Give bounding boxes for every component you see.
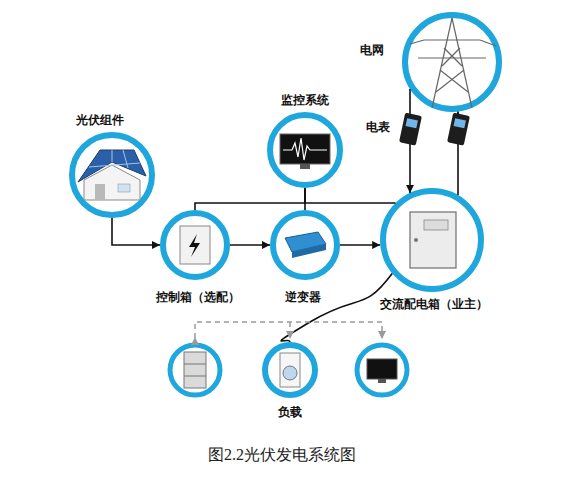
solar-panel: [78, 150, 146, 182]
power-cable: [410, 40, 424, 44]
power-cable: [480, 40, 496, 46]
connector-line: [281, 273, 392, 342]
circle-ring: [163, 213, 227, 277]
house-window: [118, 184, 130, 192]
washing-machine: [280, 353, 300, 387]
load-circle: [170, 345, 220, 395]
connector-line: [195, 188, 305, 210]
waveform: [283, 138, 327, 160]
fridge-shelf: [184, 364, 206, 365]
meter-label: 电表: [366, 119, 390, 136]
power-tower: [410, 18, 496, 108]
electric-meter: [399, 113, 422, 146]
tower-brace: [442, 48, 460, 66]
circle-ring: [383, 191, 481, 289]
fridge: [184, 352, 206, 388]
monitor-stand: [300, 164, 310, 169]
lightning-symbol: [189, 234, 200, 257]
cabinet-lock: [414, 238, 418, 242]
television: [367, 359, 397, 379]
panel-grid: [123, 150, 128, 168]
tower-brace: [436, 70, 464, 92]
node-label: 逆变器: [285, 289, 321, 306]
panel-grid: [89, 163, 140, 167]
load-circle: [357, 345, 407, 395]
tower-brace: [440, 70, 468, 92]
fridge-shelf: [184, 376, 206, 377]
dashed-distribution: [289, 322, 291, 338]
monitor-screen: [280, 134, 330, 164]
circle-ring: [265, 345, 315, 395]
circle-ring: [270, 115, 340, 185]
tower-arm: [424, 39, 480, 40]
node-label: 电网: [360, 42, 384, 59]
connector-line: [112, 218, 160, 245]
cabinet-panel: [424, 220, 448, 230]
tower-leg: [452, 18, 472, 108]
control-box: [180, 226, 210, 264]
dashed-distribution: [195, 322, 382, 338]
house-door: [95, 184, 105, 200]
tv-stand: [378, 379, 386, 383]
tower-leg: [432, 18, 452, 108]
meter-screen: [406, 118, 418, 128]
electric-meter: [447, 113, 470, 146]
meter-body: [447, 113, 470, 146]
circle-ring: [405, 15, 499, 109]
meter-screen: [454, 118, 466, 128]
meter-body: [399, 113, 422, 146]
figure-caption: 图2.2光伏发电系统图: [208, 445, 356, 466]
tower-brace: [444, 48, 462, 66]
circle-ring: [273, 213, 337, 277]
tower-arm: [418, 57, 486, 58]
inverter-side: [292, 244, 326, 258]
node-label: 控制箱（选配）: [156, 289, 240, 306]
ac-cabinet: [410, 212, 456, 268]
node-label: 负载: [278, 404, 302, 421]
washer-door: [283, 366, 297, 380]
node-label: 监控系统: [281, 92, 329, 109]
connector-line: [230, 244, 270, 246]
circle-node: 电网: [402, 12, 502, 112]
circle-outline: [402, 12, 502, 112]
panel-grid: [112, 150, 113, 162]
circle-ring: [72, 135, 152, 215]
node-label: 交流配电箱（业主）: [380, 296, 488, 313]
connector-line: [340, 244, 380, 246]
node-label: 光伏组件: [76, 112, 124, 129]
connector-line: [305, 188, 396, 203]
